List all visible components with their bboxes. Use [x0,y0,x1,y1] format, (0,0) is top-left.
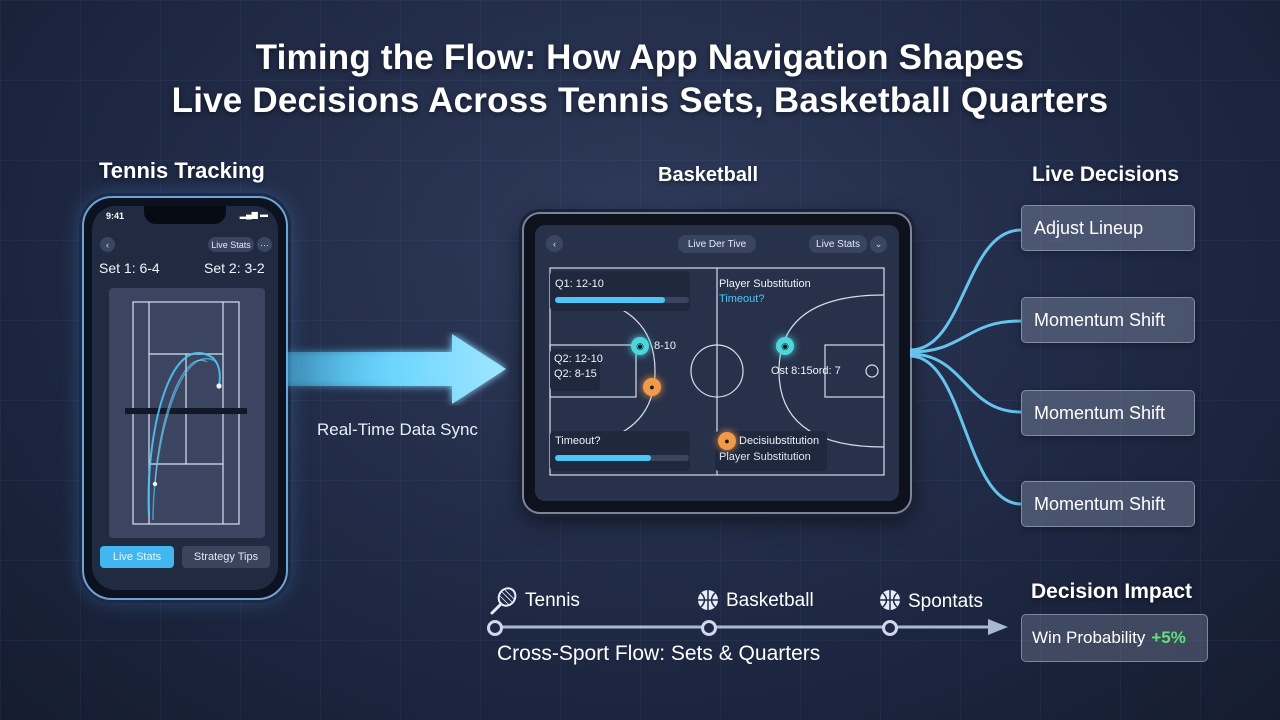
timeline-node-spontats [882,620,898,636]
timeline-label-tennis: Tennis [525,590,580,611]
ball-icon [880,590,900,610]
center-pill[interactable]: Live Der Tive [678,235,756,253]
phone-mockup: 9:41 ▂▄▆ ▬ ‹ Live Stats ··· Set 1: 6-4 S… [82,196,288,600]
basketball-icon [698,590,718,610]
status-icons: ▂▄▆ ▬ [239,210,268,219]
timeline-label-basketball: Basketball [726,590,814,611]
team-a-score: 8-10 [654,340,677,352]
phone-notch [144,206,226,224]
tablet-back-button[interactable]: ‹ [546,235,563,252]
more-button[interactable]: ··· [257,237,272,252]
q1-card [550,271,690,311]
decision-connectors [909,228,1022,506]
page-title: Timing the Flow: How App Navigation Shap… [0,36,1280,122]
player-substitution-2: Player Substitution [719,451,811,463]
basketball-section-label: Basketball [658,164,759,186]
sync-arrow [286,334,506,404]
decision-momentum-shift-1[interactable]: Momentum Shift [1021,297,1195,343]
decision-adjust-lineup[interactable]: Adjust Lineup [1021,205,1195,251]
chevron-left-icon: ‹ [553,238,556,249]
timeout-card [550,431,690,471]
title-line-2: Live Decisions Across Tennis Sets, Baske… [171,81,1109,120]
timeline-node-basketball [701,620,717,636]
decision-impact-label: Decision Impact [1031,580,1193,603]
timeout-bottom: Timeout? [555,435,601,447]
live-stats-button[interactable]: Live Stats [100,546,174,568]
phone-screen: 9:41 ▂▄▆ ▬ ‹ Live Stats ··· Set 1: 6-4 S… [92,206,278,590]
center-right-text: Ost 8:15ord: 7 [771,365,841,377]
timeline-arrow [494,619,1008,635]
set1-score: Set 1: 6-4 [99,260,160,276]
q1-progress-track [555,297,689,303]
q2-card [550,349,600,391]
tennis-racket-icon [490,587,517,615]
sync-label: Real-Time Data Sync [317,420,478,439]
tennis-section-label: Tennis Tracking [99,158,265,183]
more-icon: ··· [260,239,269,250]
team-a-marker-icon[interactable]: ◉ [631,337,649,355]
tennis-court [109,288,265,538]
tablet-mockup: ‹ Live Der Tive Live Stats ⌄ Q1: 12-10 P… [522,212,912,514]
timeline-caption: Cross-Sport Flow: Sets & Quarters [497,642,821,665]
q1-score: Q1: 12-10 [555,278,604,290]
status-time: 9:41 [106,211,125,221]
decision-momentum-shift-2[interactable]: Momentum Shift [1021,390,1195,436]
timeline-label-spontats: Spontats [908,591,983,612]
title-line-1: Timing the Flow: How App Navigation Shap… [255,38,1025,77]
win-probability-value: +5% [1151,628,1186,647]
q1-progress-fill [555,297,665,303]
tablet-screen: ‹ Live Der Tive Live Stats ⌄ Q1: 12-10 P… [535,225,899,501]
substitution-marker-icon[interactable]: ● [718,432,736,450]
timeout-question: Timeout? [719,293,765,305]
player-substitution-label: Player Substitution [719,278,811,290]
q2-score-b: Q2: 8-15 [554,368,597,380]
tablet-live-stats-pill[interactable]: Live Stats [809,235,867,253]
orange-marker-icon[interactable]: ● [643,378,661,396]
chevron-left-icon: ‹ [106,239,109,250]
strategy-tips-button[interactable]: Strategy Tips [182,546,270,568]
chevron-down-icon: ⌄ [874,239,883,249]
team-b-marker-icon[interactable]: ◉ [776,337,794,355]
win-probability-box: Win Probability +5% [1021,614,1208,662]
timeout-progress-fill [555,455,652,461]
dropdown-button[interactable]: ⌄ [870,236,887,253]
live-decisions-label: Live Decisions [1032,163,1180,186]
timeout-progress-track [555,455,689,461]
decisubstitution-label: Decisiubstitution [739,435,820,447]
decision-momentum-shift-3[interactable]: Momentum Shift [1021,481,1195,527]
q2-score-a: Q2: 12-10 [554,353,603,365]
timeline-node-tennis [487,620,503,636]
back-button[interactable]: ‹ [100,237,115,252]
win-probability-text: Win Probability [1032,628,1146,647]
live-stats-pill[interactable]: Live Stats [208,237,254,252]
set2-score: Set 2: 3-2 [204,260,265,276]
tennis-court-lines [125,301,247,525]
